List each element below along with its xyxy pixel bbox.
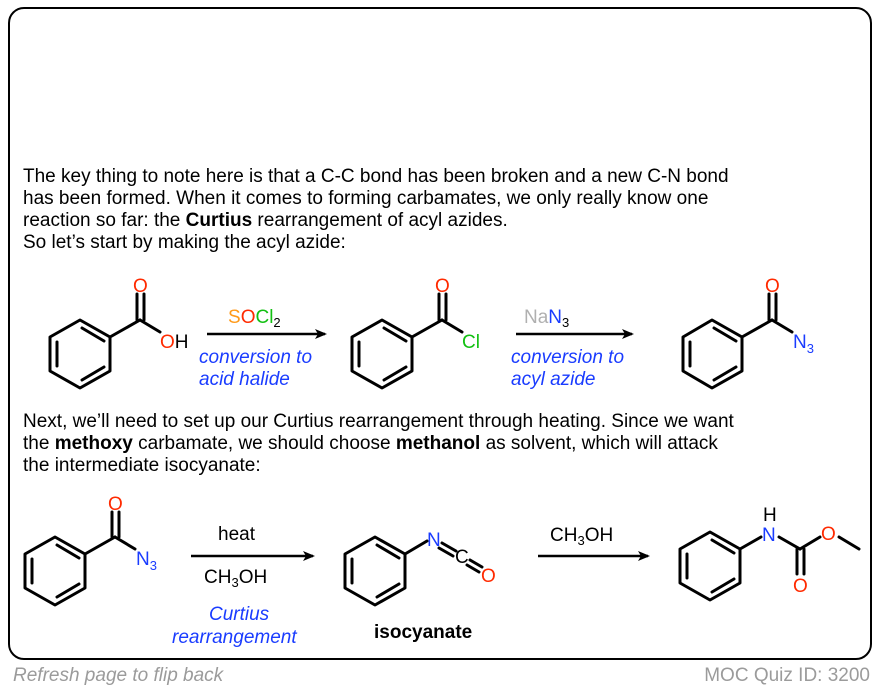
benzene-ring [350,318,414,390]
benzene-ring [678,530,742,602]
reagent-subscript: 3 [562,315,569,330]
intro-line-2: has been formed. When it comes to formin… [23,188,709,209]
reagent-o: O [241,307,256,328]
middle-line-2-pre: the [23,433,55,454]
atom-o-carbonyl: O [435,276,450,297]
note-curtius: Curtius [209,604,270,625]
benzene-ring [343,535,407,607]
atom-n: N [427,530,441,551]
note-rearrangement: rearrangement [172,627,297,648]
oh-text: OH [585,525,614,546]
reagent-cl: Cl [255,307,273,328]
molecule-benzoyl-chloride: O Cl [350,276,480,390]
reagent-s: S [228,307,241,328]
molecule-phenyl-isocyanate: N C O isocyanate [343,530,496,643]
ring-double-bonds [685,538,736,594]
reagent-na: Na [524,307,549,328]
atom-o-carbonyl: O [108,494,123,515]
note-acyl-azide: acyl azide [511,369,596,390]
atom-h-hydroxyl: H [175,332,189,353]
middle-line-2-post: as solvent, which will attack [480,433,718,454]
c-c-bond [108,318,142,339]
middle-line-2-mid: carbamate, we should choose [132,433,396,454]
molecule-benzoyl-azide-2: O N3 [23,494,157,607]
atom-h: H [763,505,777,526]
reagent-methanol: CH3OH [550,525,613,548]
reagent-subscript: 2 [273,315,280,330]
reaction-step-nan3: NaN3 conversion to acyl azide [511,307,634,390]
intro-curtius-bold: Curtius [185,210,253,231]
reaction-step-methanol: CH3OH [538,525,650,561]
atom-o-carbonyl: O [765,276,780,297]
ring-double-bonds [350,543,401,599]
atom-n: N [136,549,150,570]
note-acid-halide: acid halide [199,369,290,390]
intro-line-4: So let’s start by making the acyl azide: [23,232,346,253]
molecule-methyl-carbamate: H N O O [678,505,861,602]
ring-double-bonds [30,543,81,599]
reaction-step-socl2: SOCl2 conversion to acid halide [199,307,327,390]
atom-azide: N3 [136,549,157,573]
flashcard-back [8,7,872,660]
ring-double-bonds [55,326,106,382]
methanol-bold: methanol [395,433,481,454]
intro-paragraph: The key thing to note here is that a C-C… [23,166,873,254]
subscript-3: 3 [577,533,584,548]
quiz-id: MOC Quiz ID: 3200 [704,665,870,686]
ring-double-bonds [688,326,738,382]
atom-n-subscript: 3 [150,558,157,573]
ch-text: CH [550,525,577,546]
atom-azide: N3 [793,332,814,356]
note-conversion-to: conversion to [511,347,624,368]
atom-c: C [455,547,469,568]
reagent-nan3: NaN3 [524,307,569,330]
condition-methanol: CH3OH [204,567,267,590]
benzene-ring [23,535,87,607]
subscript-3: 3 [231,575,238,590]
atom-oh: OH [160,332,189,353]
middle-line-3: the intermediate isocyanate: [23,455,261,476]
reaction-step-heat: heat CH3OH Curtius rearrangement [172,524,315,648]
atom-o-hydroxyl: O [160,332,175,353]
middle-paragraph: Next, we’ll need to set up our Curtius r… [23,411,873,477]
reagent-n: N [548,307,562,328]
ch-text: CH [204,567,231,588]
atom-n: N [762,525,776,546]
ring-double-bonds [357,326,408,382]
condition-heat: heat [218,524,256,545]
methyl-bond [837,535,861,551]
intro-line-3-pre: reaction so far: the [23,210,186,231]
molecule-benzoyl-azide: O N3 [681,276,814,390]
atom-o-ester: O [821,524,836,545]
atom-o: O [481,566,496,587]
middle-line-1: Next, we’ll need to set up our Curtius r… [23,411,734,432]
atom-cl: Cl [462,332,480,353]
c-oh-bond [138,318,162,334]
intro-line-3-post: rearrangement of acyl azides. [252,210,508,231]
isocyanate-caption: isocyanate [374,622,472,643]
benzene-ring [681,318,744,390]
atom-o-carbonyl: O [793,576,808,597]
benzene-ring [48,318,112,390]
molecule-benzoic-acid: O OH [48,276,189,390]
oh-text: OH [239,567,268,588]
atom-o-carbonyl: O [133,276,148,297]
note-conversion-to: conversion to [199,347,312,368]
atom-n-subscript: 3 [807,341,814,356]
refresh-hint: Refresh page to flip back [13,665,224,686]
methoxy-bold: methoxy [54,433,133,454]
atom-n: N [793,332,807,353]
reagent-socl2: SOCl2 [228,307,281,330]
intro-line-1: The key thing to note here is that a C-C… [23,166,729,187]
